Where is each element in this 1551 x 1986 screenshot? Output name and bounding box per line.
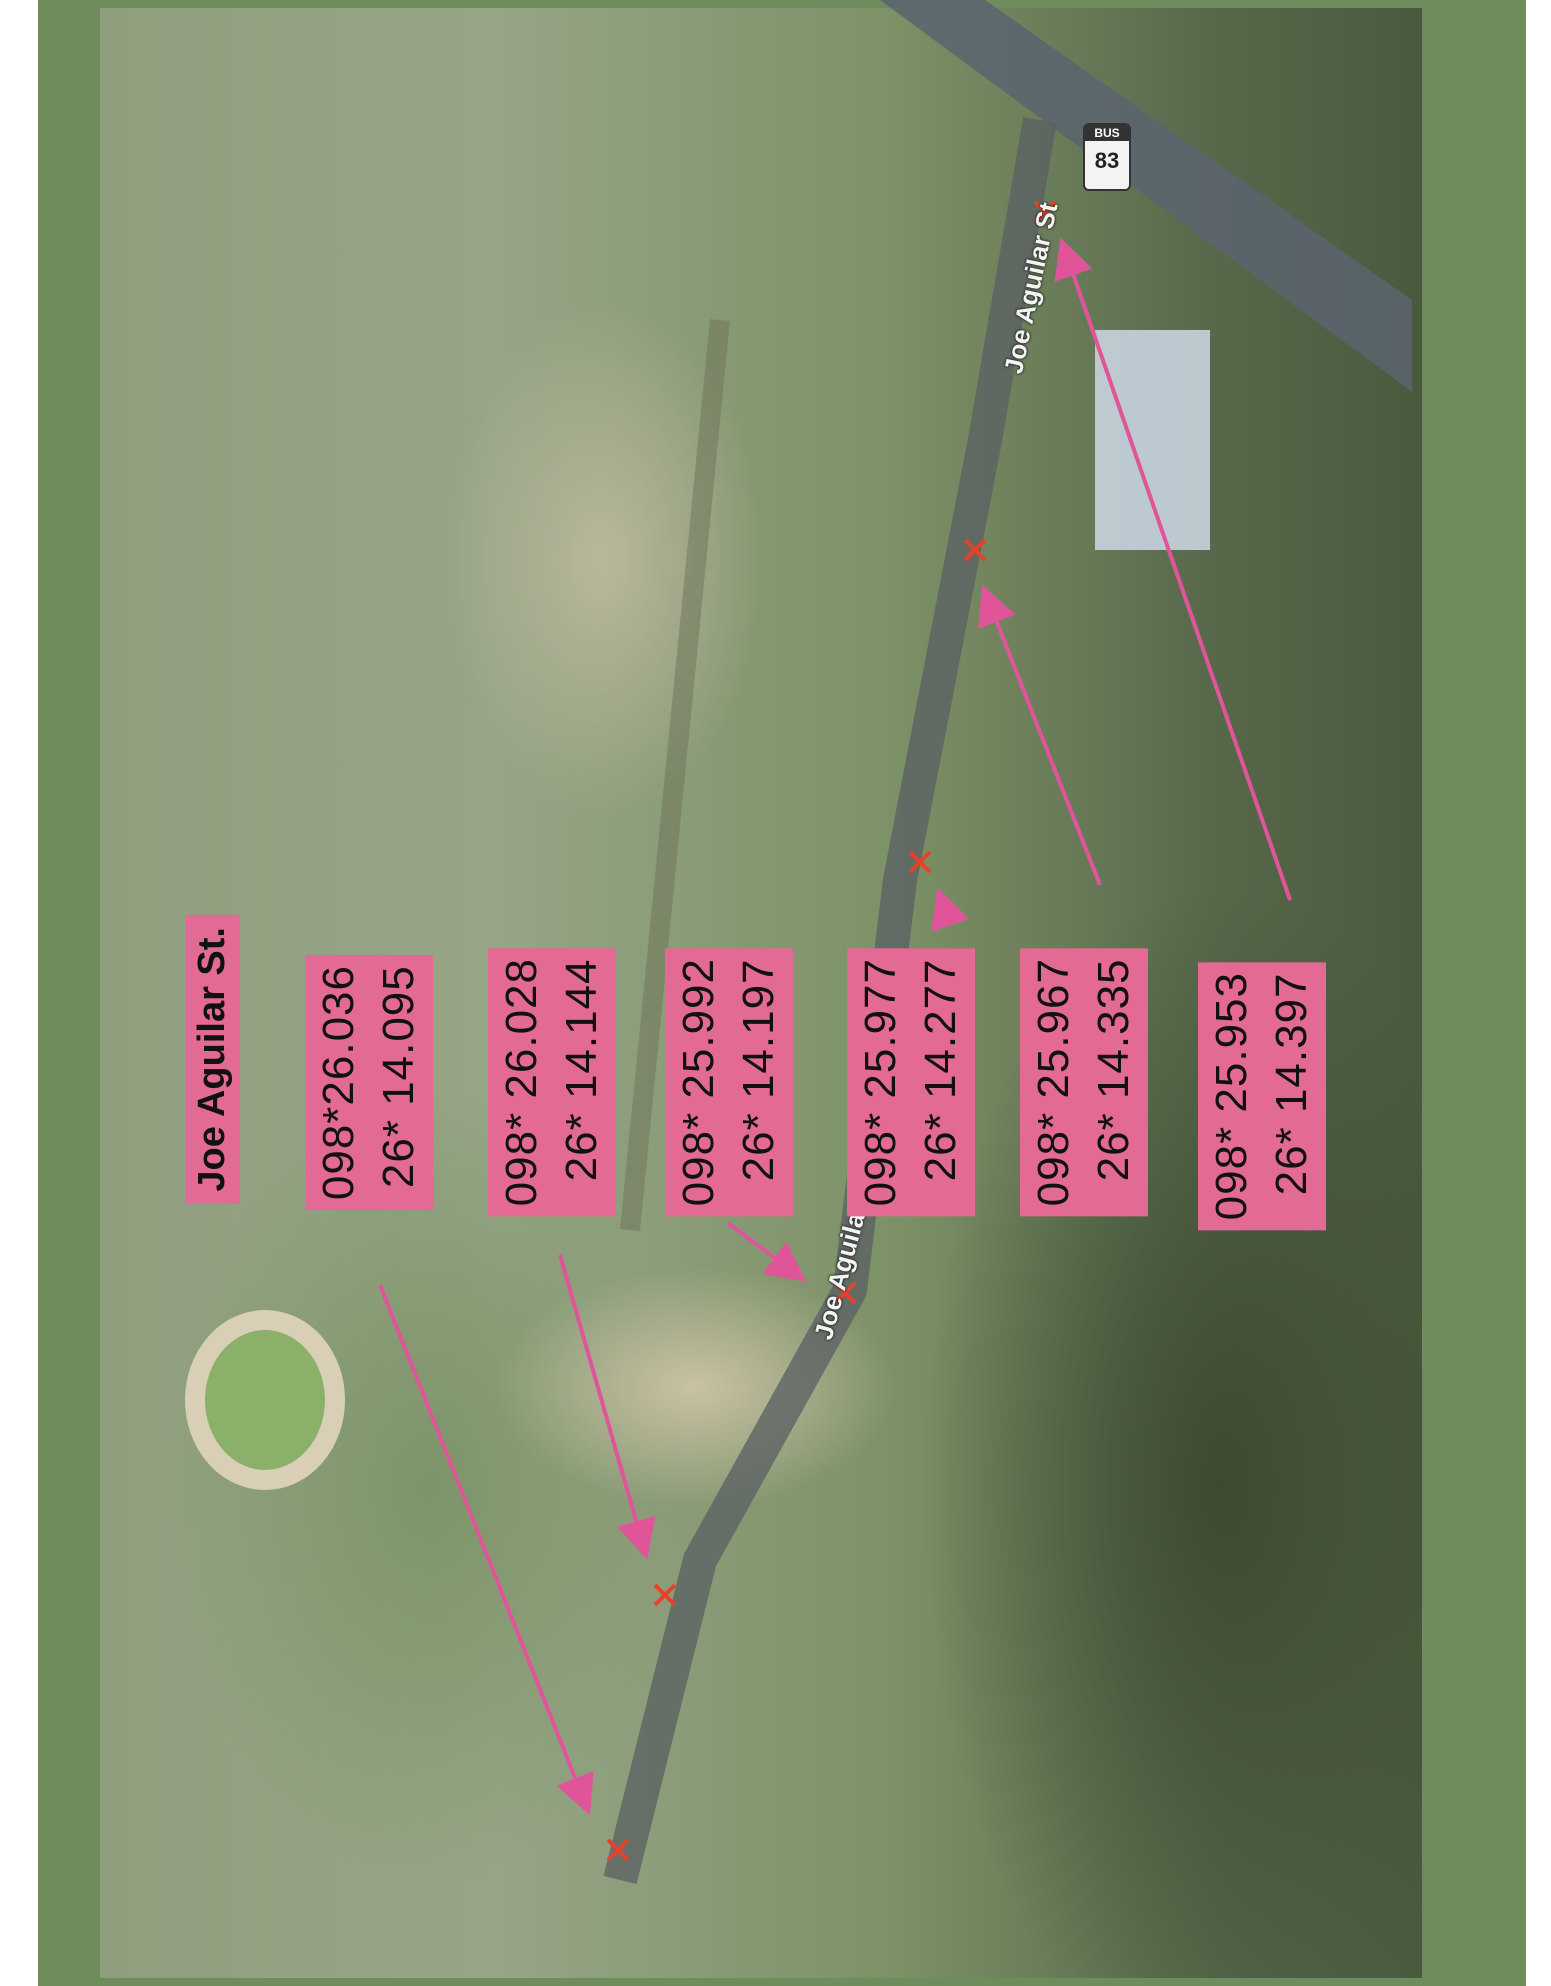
marker-x-icon (963, 538, 987, 562)
street-name-label: Joe Aguilar St. (185, 915, 240, 1204)
arrow-1 (378, 1284, 594, 1816)
marker-x-icon (653, 1583, 677, 1607)
coordinate-label-4: 098* 25.977 26* 14.277 (847, 948, 975, 1217)
coordinate-lon: 098* 26.028 (497, 958, 546, 1207)
coordinate-lat: 26* 14.277 (916, 958, 965, 1181)
coordinate-lon: 098*26.036 (314, 965, 363, 1201)
highway-shield-icon: BUS 83 (1083, 123, 1131, 191)
marker-x-icon (1033, 200, 1057, 224)
marker-x-icon (908, 850, 932, 874)
coordinate-label-1: 098*26.036 26* 14.095 (305, 955, 433, 1211)
marker-x-icon (833, 1281, 857, 1305)
highway-road (880, 0, 1412, 392)
coordinate-label-2: 098* 26.028 26* 14.144 (488, 948, 616, 1217)
coordinate-lat: 26* 14.144 (557, 958, 606, 1181)
coordinate-lat: 26* 14.335 (1089, 958, 1138, 1181)
arrow-3 (726, 1221, 807, 1282)
pond (185, 1310, 345, 1490)
warehouse-building (1095, 330, 1210, 550)
dirt-track (620, 319, 730, 1231)
coordinate-lon: 098* 25.977 (856, 958, 905, 1207)
coordinate-lat: 26* 14.397 (1267, 972, 1316, 1195)
coordinate-lon: 098* 25.967 (1029, 958, 1078, 1207)
coordinate-label-5: 098* 25.967 26* 14.335 (1020, 948, 1148, 1217)
arrow-5 (978, 584, 1102, 886)
point-markers (606, 200, 1057, 1862)
coordinate-lon: 098* 25.953 (1207, 972, 1256, 1221)
shield-number: 83 (1094, 148, 1120, 173)
shield-top-text: BUS (1085, 125, 1129, 141)
coordinate-label-3: 098* 25.992 26* 14.197 (665, 948, 793, 1217)
arrow-6 (1054, 237, 1292, 901)
marker-x-icon (606, 1838, 630, 1862)
coordinate-label-6: 098* 25.953 26* 14.397 (1198, 962, 1326, 1231)
arrow-4 (931, 887, 970, 932)
coordinate-lat: 26* 14.095 (374, 965, 423, 1188)
coordinate-lat: 26* 14.197 (734, 958, 783, 1181)
coordinate-lon: 098* 25.992 (674, 958, 723, 1207)
arrow-2 (558, 1254, 656, 1560)
